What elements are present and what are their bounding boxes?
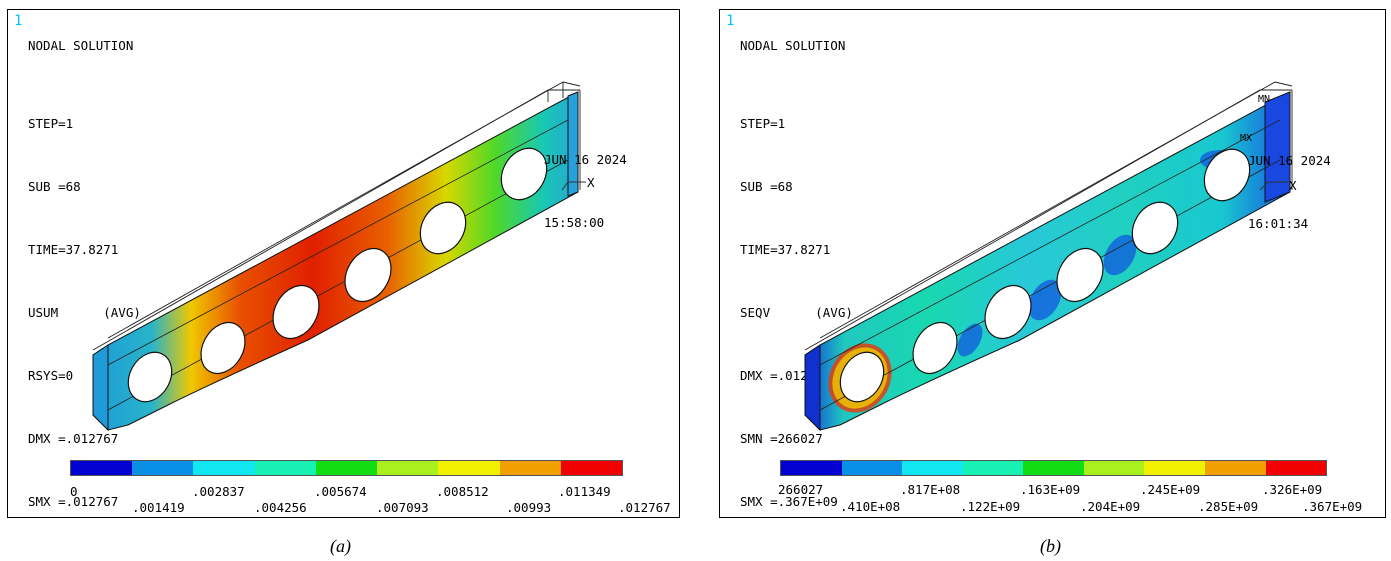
undeformed-outline — [92, 81, 581, 351]
legend-label-top: 0 — [70, 484, 78, 499]
legend-label-bottom: .204E+09 — [1080, 499, 1141, 514]
plot-datetime: JUN 16 2024 16:01:34 — [1248, 108, 1331, 276]
legend-swatch — [1144, 461, 1205, 475]
legend-label-top: .005674 — [314, 484, 367, 499]
legend-label-top: .002837 — [192, 484, 245, 499]
legend-label-bottom: .004256 — [254, 500, 307, 515]
legend-swatch — [1265, 461, 1327, 475]
legend-swatch — [377, 461, 439, 475]
legend-swatch — [962, 461, 1024, 475]
beam-holes — [127, 147, 548, 403]
beam-holes — [839, 148, 1251, 403]
plot-time: 16:01:34 — [1248, 216, 1309, 231]
param-smx: SMX =.012767 — [28, 494, 119, 509]
legend-swatch — [193, 461, 255, 475]
plot-date: JUN 16 2024 — [1248, 153, 1331, 168]
legend-label-bottom: .007093 — [376, 500, 429, 515]
caption-b: (b) — [1040, 536, 1061, 556]
legend-label-bottom: .001419 — [132, 500, 185, 515]
legend-swatch — [71, 461, 133, 475]
legend-label-top: .817E+08 — [900, 482, 961, 497]
legend-label-bottom: .410E+08 — [840, 499, 901, 514]
param-step: STEP=1 — [740, 116, 786, 131]
beam-contour-plot — [92, 81, 586, 432]
plot-date: JUN 16 2024 — [544, 152, 627, 167]
legend-label-bottom: .285E+09 — [1198, 499, 1259, 514]
plot-title: NODAL SOLUTION — [28, 38, 134, 53]
legend-label-top: .008512 — [436, 484, 489, 499]
plot-title: NODAL SOLUTION — [740, 38, 846, 53]
contour-legend-bar — [70, 460, 623, 476]
contour-legend-bar — [780, 460, 1327, 476]
legend-swatch — [902, 461, 963, 475]
param-dmx: DMX =.012767 — [28, 431, 119, 446]
mn-marker: MN — [1258, 94, 1271, 105]
legend-swatch — [841, 461, 903, 475]
plot-datetime: JUN 16 2024 15:58:00 — [544, 107, 627, 275]
mx-marker: MX — [1240, 133, 1253, 144]
x-axis-label: X — [587, 175, 595, 190]
param-item: SEQV (AVG) — [740, 305, 853, 320]
param-smn: SMN =266027 — [740, 431, 823, 446]
legend-swatch — [132, 461, 194, 475]
param-smx: SMX =.367E+09 — [740, 494, 838, 509]
legend-label-bottom: .122E+09 — [960, 499, 1021, 514]
param-sub: SUB =68 — [740, 179, 793, 194]
legend-swatch — [560, 461, 622, 475]
param-sub: SUB =68 — [28, 179, 81, 194]
param-step: STEP=1 — [28, 116, 74, 131]
legend-swatch — [1204, 461, 1266, 475]
legend-label-top: .245E+09 — [1140, 482, 1201, 497]
plot-time: 15:58:00 — [544, 215, 605, 230]
legend-label-top: 266027 — [778, 482, 824, 497]
legend-label-bottom: .367E+09 — [1302, 499, 1363, 514]
param-item: USUM (AVG) — [28, 305, 141, 320]
legend-swatch — [1023, 461, 1084, 475]
window-number: 1 — [726, 13, 735, 29]
window-number: 1 — [14, 13, 23, 29]
panel-b-stress: 1 NODAL SOLUTION STEP=1 SUB =68 TIME=37.… — [719, 9, 1386, 518]
legend-label-bottom: .012767 — [618, 500, 671, 515]
undeformed-outline — [804, 81, 1293, 351]
legend-label-bottom: .00993 — [506, 500, 552, 515]
legend-swatch — [1083, 461, 1145, 475]
legend-swatch — [499, 461, 561, 475]
legend-swatch — [781, 461, 842, 475]
param-rsys: RSYS=0 — [28, 368, 74, 383]
axis-triad — [561, 181, 586, 191]
legend-swatch — [438, 461, 500, 475]
legend-swatch — [254, 461, 316, 475]
legend-label-top: .011349 — [558, 484, 611, 499]
legend-label-top: .326E+09 — [1262, 482, 1323, 497]
solution-params: STEP=1 SUB =68 TIME=37.8271 USUM (AVG) R… — [28, 71, 141, 517]
param-time: TIME=37.8271 — [28, 242, 119, 257]
param-time: TIME=37.8271 — [740, 242, 831, 257]
beam-contour-plot — [804, 81, 1293, 432]
legend-label-top: .163E+09 — [1020, 482, 1081, 497]
panel-a-displacement: 1 NODAL SOLUTION STEP=1 SUB =68 TIME=37.… — [7, 9, 680, 518]
x-axis-label: X — [1289, 178, 1297, 193]
legend-swatch — [315, 461, 378, 475]
caption-a: (a) — [330, 536, 351, 556]
axis-triad — [1259, 181, 1288, 191]
